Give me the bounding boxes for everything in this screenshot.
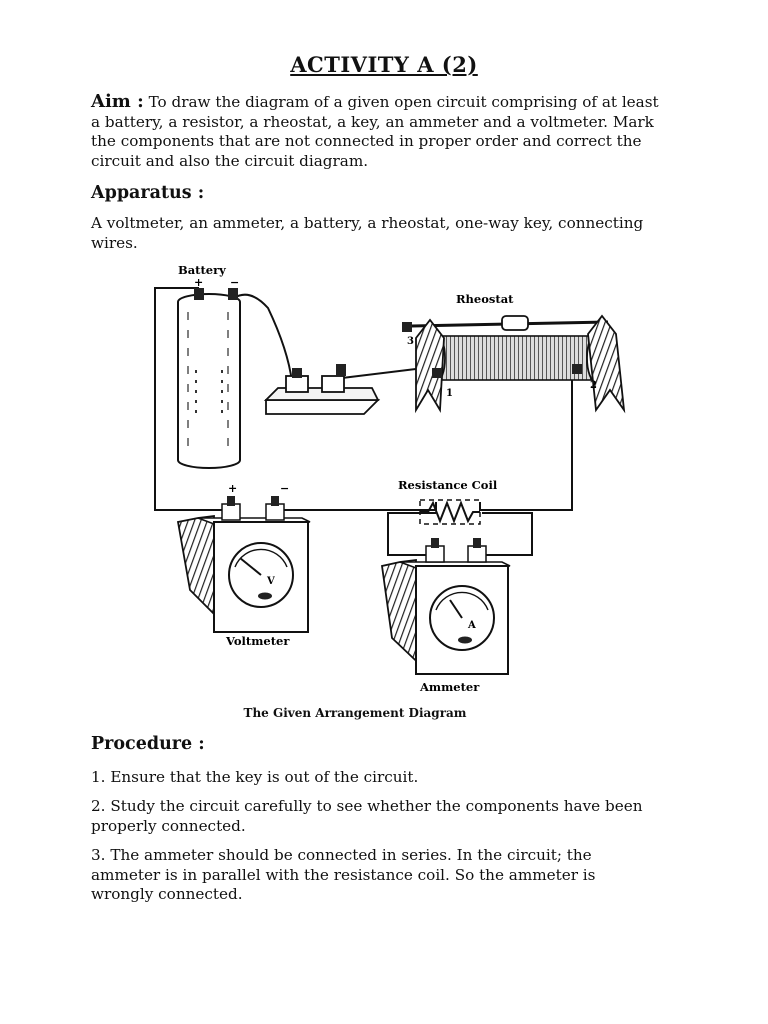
one-way-key — [263, 364, 381, 415]
aim-paragraph: Aim : To draw the diagram of a given ope… — [91, 92, 661, 171]
voltmeter — [176, 496, 311, 633]
voltmeter-v-symbol: V — [266, 576, 275, 587]
ammeter-a-symbol: A — [467, 620, 476, 631]
voltmeter-plus-label: + — [228, 482, 237, 495]
battery-plus-label: + — [194, 276, 203, 289]
battery — [177, 288, 241, 469]
ammeter-label: Ammeter — [419, 680, 480, 694]
procedure-step-1: 1. Ensure that the key is out of the cir… — [91, 768, 419, 786]
diagram-caption: The Given Arrangement Diagram — [243, 706, 467, 720]
rheostat-label: Rheostat — [456, 292, 514, 306]
page-title: ACTIVITY A (2) — [290, 52, 478, 77]
aim-label: Aim : — [91, 91, 144, 112]
rheostat-terminal-2: 2 — [590, 380, 597, 391]
procedure-step-3: 3. The ammeter should be connected in se… — [91, 846, 596, 903]
voltmeter-label: Voltmeter — [225, 634, 290, 648]
ammeter — [380, 538, 511, 675]
rheostat-terminal-1: 1 — [446, 388, 453, 399]
circuit-diagram: Battery + − Rheostat 3 1 2 Resistance Co… — [154, 263, 626, 694]
battery-label: Battery — [178, 263, 226, 277]
apparatus-text: A voltmeter, an ammeter, a battery, a rh… — [91, 214, 644, 252]
voltmeter-minus-label: − — [280, 482, 289, 495]
aim-text: To draw the diagram of a given open circ… — [91, 93, 659, 170]
procedure-step-2: 2. Study the circuit carefully to see wh… — [91, 797, 643, 835]
procedure-heading: Procedure : — [91, 734, 205, 754]
battery-minus-label: − — [230, 276, 239, 289]
rheostat — [402, 314, 626, 414]
resistance-coil — [419, 499, 481, 525]
resistance-coil-label: Resistance Coil — [398, 478, 498, 492]
apparatus-heading: Apparatus : — [91, 183, 205, 203]
rheostat-terminal-3: 3 — [407, 336, 414, 347]
